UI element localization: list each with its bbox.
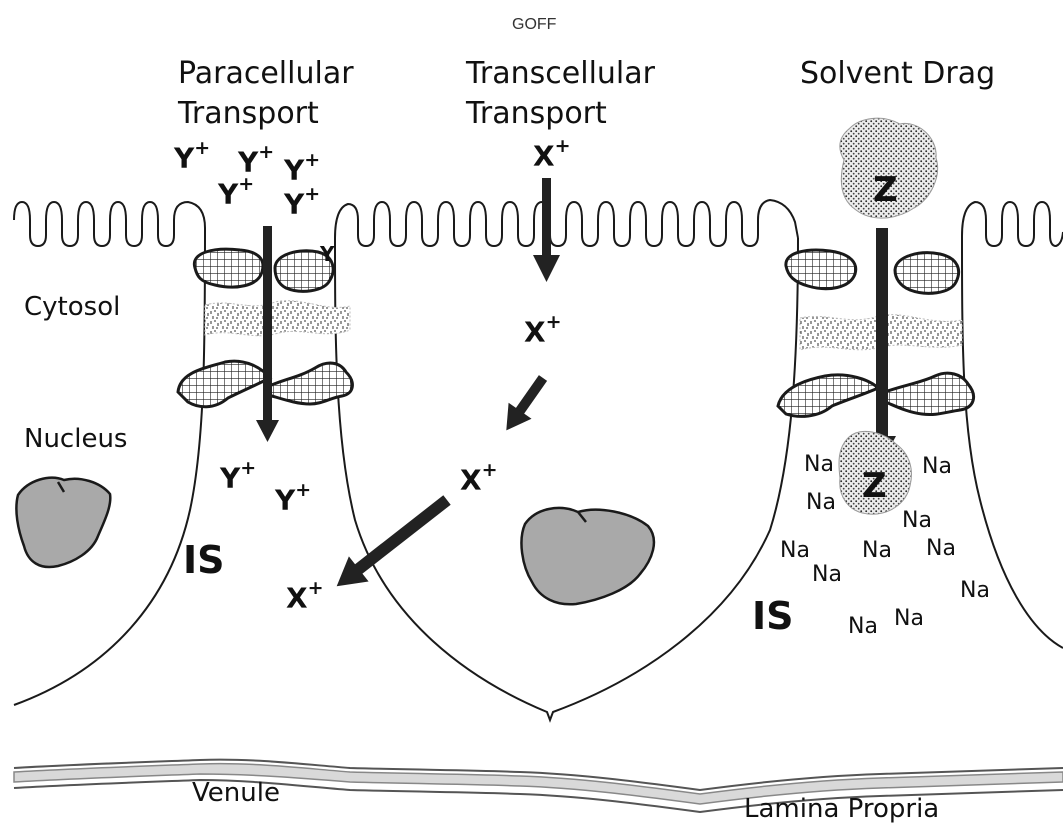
sodium-7: Na bbox=[926, 536, 956, 561]
ion-y-4: Y+ bbox=[218, 176, 254, 210]
heading-transcellular-line2: Transport bbox=[466, 96, 607, 132]
tight-junction-left-a bbox=[194, 249, 263, 287]
ion-x-2: X+ bbox=[524, 314, 562, 348]
nucleus-middle bbox=[521, 508, 653, 604]
brush-border-right bbox=[962, 202, 1063, 246]
interstitial-space-left: IS bbox=[183, 538, 225, 582]
sodium-4: Na bbox=[902, 508, 932, 533]
label-lamina-propria: Lamina Propria bbox=[744, 794, 939, 824]
desmosome-left-a bbox=[178, 361, 270, 407]
sodium-10: Na bbox=[894, 606, 924, 631]
heading-paracellular-line2: Transport bbox=[178, 96, 319, 132]
interstitial-space-right: IS bbox=[752, 594, 794, 638]
sodium-5: Na bbox=[780, 538, 810, 563]
desmosome-left-b bbox=[265, 363, 352, 404]
ion-y-7: Y+ bbox=[275, 482, 311, 516]
sodium-3: Na bbox=[806, 490, 836, 515]
ion-y-partial: Y bbox=[320, 242, 334, 266]
sodium-8: Na bbox=[812, 562, 842, 587]
ion-y-6: Y+ bbox=[220, 460, 256, 494]
tight-junction-right-a bbox=[786, 250, 856, 289]
ion-y-1: Y+ bbox=[174, 140, 210, 174]
transcellular-arrow-2 bbox=[495, 370, 555, 438]
brush-border-left bbox=[14, 202, 205, 246]
cell-membrane-2 bbox=[335, 238, 798, 720]
sodium-6: Na bbox=[862, 538, 892, 563]
ion-x-4: X+ bbox=[286, 580, 324, 614]
ion-x-3: X+ bbox=[460, 462, 498, 496]
tight-junction-right-b bbox=[895, 253, 959, 293]
heading-transcellular-line1: Transcellular bbox=[466, 56, 655, 92]
label-cytosol: Cytosol bbox=[24, 292, 120, 322]
sodium-9: Na bbox=[960, 578, 990, 603]
ion-y-3: Y+ bbox=[284, 152, 320, 186]
desmosome-right-b bbox=[880, 373, 974, 414]
transcellular-arrow-1 bbox=[533, 178, 560, 282]
ion-x-1: X+ bbox=[533, 138, 571, 172]
heading-solvent-drag: Solvent Drag bbox=[800, 56, 995, 92]
header-label: GOFF bbox=[512, 16, 556, 34]
label-nucleus: Nucleus bbox=[24, 424, 127, 454]
ion-y-5: Y+ bbox=[284, 186, 320, 220]
label-venule: Venule bbox=[192, 778, 280, 808]
solute-z-label-bottom: Z bbox=[862, 466, 887, 506]
brush-border-middle bbox=[335, 200, 798, 246]
sodium-2: Na bbox=[922, 454, 952, 479]
sodium-11: Na bbox=[848, 614, 878, 639]
adherens-junction-left bbox=[205, 301, 350, 336]
sodium-1: Na bbox=[804, 452, 834, 477]
solute-z-label-top: Z bbox=[873, 170, 898, 210]
transcellular-arrow-3 bbox=[327, 487, 457, 598]
nucleus-left bbox=[16, 478, 110, 567]
heading-paracellular-line1: Paracellular bbox=[178, 56, 354, 92]
